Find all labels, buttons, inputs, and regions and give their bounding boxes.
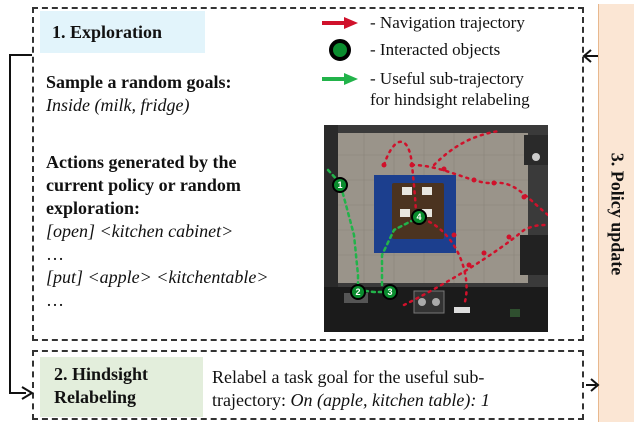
policy-update-label: 3. Policy update <box>607 152 628 276</box>
goal-value: Inside (milk, fridge) <box>46 95 190 115</box>
relabeling-text-prefix: trajectory: <box>212 390 291 410</box>
policy-update-panel: 3. Policy update <box>598 4 634 422</box>
scene-marker-label: 1 <box>337 180 342 190</box>
loop-arrow-line <box>9 54 32 394</box>
exploration-panel <box>32 7 584 341</box>
scene-image: 1 2 3 4 <box>324 125 548 332</box>
green-circle-icon <box>329 39 351 61</box>
relabeling-title-1: 2. Hindsight <box>54 364 149 384</box>
legend-useful-1: - Useful sub-trajectory <box>370 69 524 88</box>
relabeling-text-2: trajectory: On (apple, kitchen table): 1 <box>212 389 490 412</box>
relabeling-panel <box>32 350 584 420</box>
action-item: … <box>46 244 64 264</box>
actions-heading-2: current policy or random <box>46 175 241 195</box>
to-policy-arrowhead-icon <box>590 378 600 392</box>
relabeling-goal: On (apple, kitchen table): 1 <box>290 390 490 410</box>
scene-marker-label: 3 <box>387 287 392 297</box>
legend-useful-2: for hindsight relabeling <box>370 90 530 109</box>
scene-marker-label: 4 <box>416 212 421 222</box>
relabeling-title: 2. Hindsight Relabeling <box>40 357 203 417</box>
scene-marker-label: 2 <box>355 287 360 297</box>
actions-heading-1: Actions generated by the <box>46 152 237 172</box>
legend-interacted: - Interacted objects <box>370 40 501 59</box>
actions-heading-3: exploration: <box>46 198 140 218</box>
red-arrowhead-icon <box>344 17 358 29</box>
green-arrowhead-icon <box>344 73 358 85</box>
action-item: [put] <apple> <kitchentable> <box>46 267 269 287</box>
to-exploration-arrowhead-icon <box>582 49 592 63</box>
action-item: [open] <kitchen cabinet> <box>46 221 234 241</box>
loop-arrowhead-icon <box>21 386 34 400</box>
legend-symbols <box>322 17 358 85</box>
relabeling-text-1: Relabel a task goal for the useful sub- <box>212 367 485 387</box>
exploration-title: 1. Exploration <box>40 11 205 53</box>
legend-navigation: - Navigation trajectory <box>370 13 525 32</box>
relabeling-title-2: Relabeling <box>54 387 137 407</box>
action-item: … <box>46 290 64 310</box>
goal-heading: Sample a random goals: <box>46 72 232 92</box>
